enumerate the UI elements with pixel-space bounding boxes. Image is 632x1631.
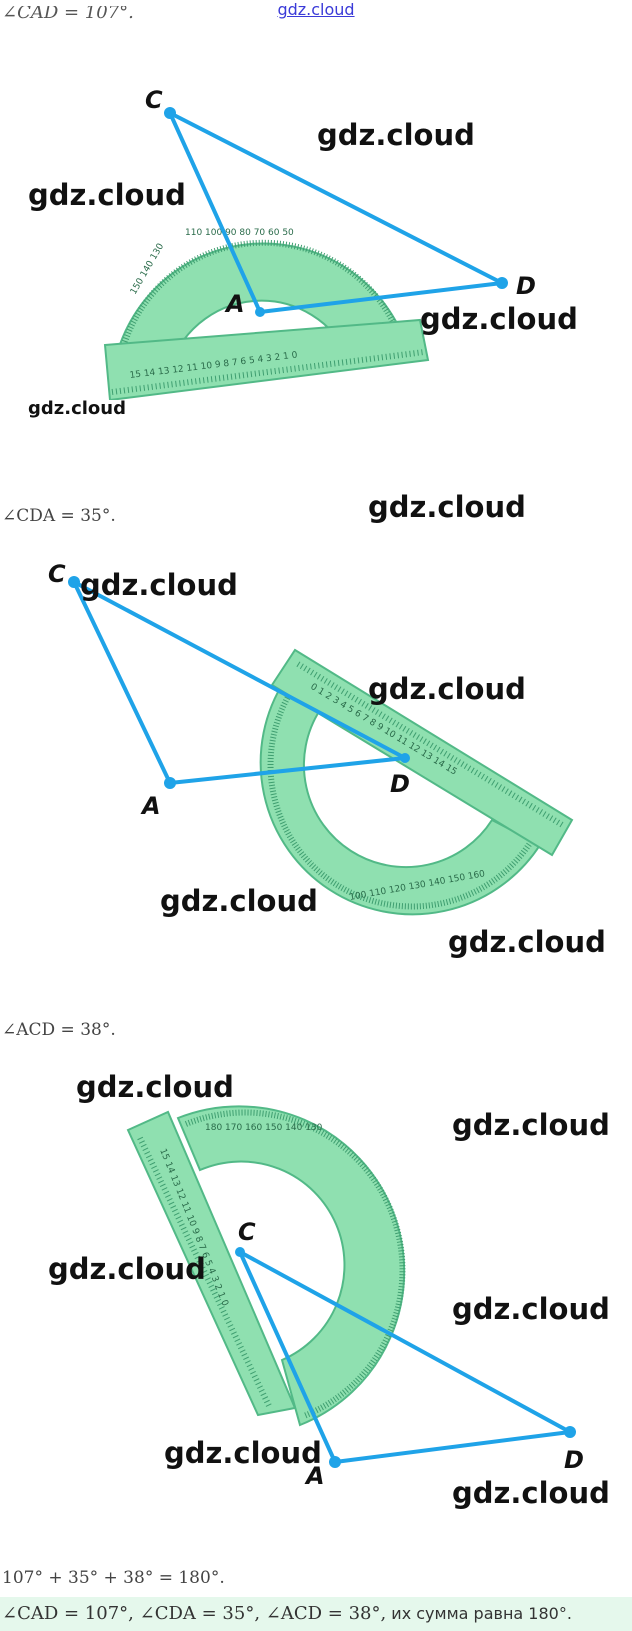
answer-box: ∠CAD = 107°, ∠CDA = 35°, ∠ACD = 38°, их …: [0, 1597, 632, 1631]
formula-acd: ∠ACD = 38°.: [2, 1020, 116, 1040]
label-c-1: C: [145, 86, 163, 114]
formula-cda: ∠CDA = 35°.: [2, 506, 116, 526]
svg-text:110 100 90 80 70 60 50: 110 100 90 80 70 60 50: [185, 228, 294, 238]
answer-formula: ∠CAD = 107°, ∠CDA = 35°, ∠ACD = 38°,: [2, 1603, 387, 1624]
watermark: gdz.cloud: [48, 1252, 206, 1286]
watermark: gdz.cloud: [368, 672, 526, 706]
watermark: gdz.cloud: [28, 398, 126, 419]
protractor-1: 110 100 90 80 70 60 50 150 140 130 15 14…: [103, 228, 430, 400]
watermark: gdz.cloud: [76, 1070, 234, 1104]
label-a-2: A: [140, 792, 161, 820]
watermark: gdz.cloud: [28, 178, 186, 212]
label-c-3: C: [238, 1218, 256, 1246]
watermark: gdz.cloud: [317, 118, 475, 152]
watermark: gdz.cloud: [448, 925, 606, 959]
cut-formula: ∠CAD = 107°.: [2, 6, 134, 20]
watermark: gdz.cloud: [160, 884, 318, 918]
label-d-1: D: [516, 272, 536, 300]
figure-2: 0 1 2 3 4 5 6 7 8 9 10 11 12 13 14 15 10…: [48, 560, 574, 916]
figure-3: 180 170 160 150 140 130 15 14 13 12 11 1…: [126, 1105, 584, 1490]
site-link[interactable]: gdz.cloud: [277, 0, 355, 19]
answer-text: их сумма равна 180°.: [386, 1604, 572, 1623]
watermark: gdz.cloud: [80, 568, 238, 602]
label-c-2: C: [48, 560, 66, 588]
label-d-2: D: [390, 770, 410, 798]
svg-text:180 170 160 150 140 130: 180 170 160 150 140 130: [205, 1123, 323, 1133]
watermark: gdz.cloud: [452, 1476, 610, 1510]
label-a-3: A: [304, 1462, 325, 1490]
label-d-3: D: [564, 1446, 584, 1474]
watermark: gdz.cloud: [452, 1108, 610, 1142]
watermark: gdz.cloud: [452, 1292, 610, 1326]
watermark: gdz.cloud: [420, 302, 578, 336]
label-a-1: A: [224, 290, 245, 318]
formula-sum: 107° + 35° + 38° = 180°.: [2, 1568, 225, 1588]
watermark: gdz.cloud: [164, 1436, 322, 1470]
watermark: gdz.cloud: [368, 490, 526, 524]
figure-1: 110 100 90 80 70 60 50 150 140 130 15 14…: [103, 86, 536, 400]
